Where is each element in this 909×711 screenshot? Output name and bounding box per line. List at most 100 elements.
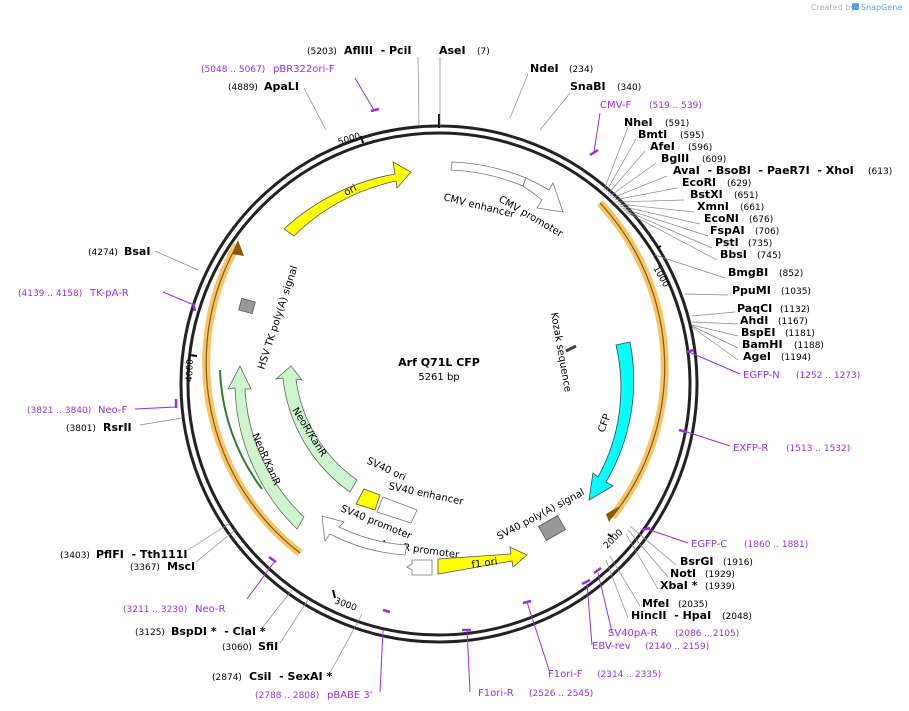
leader-line	[603, 126, 629, 191]
enzyme-label[interactable]: (5203)AflIII - PciI	[307, 44, 411, 57]
enzyme-position: (706)	[755, 227, 779, 237]
primer-name: CMV-F	[600, 100, 631, 111]
enzyme-label[interactable]: XmnI(661)	[697, 200, 764, 213]
enzyme-label[interactable]: AvaI - BsoBI - PaeR7I - XhoI(613)	[673, 164, 892, 177]
cmv-enhancer-arrow[interactable]	[450, 161, 527, 187]
ampr-promoter-arrow[interactable]	[406, 559, 433, 576]
enzyme-label[interactable]: BglII(609)	[661, 152, 726, 165]
enzyme-name: AseI	[439, 44, 466, 57]
enzyme-label[interactable]: BmtI(595)	[638, 128, 704, 141]
leader-line	[691, 311, 736, 317]
enzyme-label[interactable]: PpuMI(1035)	[732, 284, 811, 297]
enzyme-label[interactable]: EcoRI(629)	[682, 176, 751, 189]
enzyme-label[interactable]: XbaI *(1939)	[660, 579, 735, 592]
enzyme-label[interactable]: (3060)SfiI	[222, 640, 278, 653]
enzyme-label[interactable]: BspEI(1181)	[741, 326, 815, 339]
enzyme-label[interactable]: (2874)CsiI - SexAI *	[212, 670, 332, 683]
primer-tick	[522, 599, 532, 605]
enzyme-label[interactable]: NdeI(234)	[530, 62, 593, 75]
enzyme-name: RsrII	[103, 421, 132, 434]
leader-line	[654, 254, 726, 279]
primer-range: (2526 .. 2545)	[529, 689, 593, 699]
leader-line	[619, 205, 701, 225]
enzyme-position: (4889)	[228, 83, 258, 93]
enzyme-position: (651)	[734, 191, 758, 201]
primer-label[interactable]: (3211 .. 3230)Neo-R	[123, 604, 226, 615]
primer-label[interactable]: (5048 .. 5067)pBR322ori-F	[201, 64, 335, 75]
neor-orf-line	[205, 244, 301, 554]
enzyme-label[interactable]: EcoNI(676)	[704, 212, 773, 225]
leader-line	[617, 203, 695, 213]
enzyme-label[interactable]: (3367)MscI	[130, 560, 195, 573]
primer-label[interactable]: EGFP-C(1860 .. 1881)	[691, 539, 808, 550]
ori-arrow[interactable]	[283, 161, 412, 237]
enzyme-label[interactable]: (3801)RsrII	[66, 421, 132, 434]
neor-inner-arrow[interactable]	[274, 365, 358, 493]
leader-line	[625, 211, 718, 261]
primer-label[interactable]: (4139 .. 4158)TK-pA-R	[18, 288, 129, 299]
enzyme-name: NotI	[670, 567, 696, 580]
sv40-promoter-arrow[interactable]	[321, 515, 408, 556]
enzyme-position: (4274)	[88, 248, 118, 258]
enzyme-label[interactable]: BmgBI(852)	[728, 266, 803, 279]
leader-line	[539, 92, 571, 131]
primer-line	[593, 112, 601, 153]
enzyme-label[interactable]: HincII - HpaI(2048)	[631, 609, 752, 622]
enzyme-label[interactable]: BbsI(745)	[720, 248, 781, 261]
primer-tick	[382, 608, 391, 614]
primer-label[interactable]: CMV-F(519 .. 539)	[600, 100, 702, 111]
enzyme-label[interactable]: FspAI(706)	[710, 224, 779, 237]
primer-line	[466, 629, 471, 693]
sv40-polya-box[interactable]	[537, 515, 567, 541]
enzyme-label[interactable]: BstXI(651)	[690, 188, 758, 201]
enzyme-name: BsrGI	[680, 555, 713, 568]
primer-label[interactable]: EBV-rev(2140 .. 2159)	[592, 641, 709, 652]
primer-ticks	[174, 107, 695, 632]
primer-name: EXFP-R	[733, 443, 768, 454]
kozak-label: Kozak sequence	[548, 312, 573, 393]
sv40-ori-box[interactable]	[355, 488, 381, 511]
primer-range: (5048 .. 5067)	[201, 65, 265, 75]
enzyme-label[interactable]: (4889)ApaLI	[228, 80, 299, 93]
primer-label[interactable]: F1ori-F(2314 .. 2335)	[548, 669, 661, 680]
enzyme-label[interactable]: BamHI(1188)	[742, 338, 824, 351]
enzyme-position: (3125)	[135, 628, 165, 638]
enzyme-label[interactable]: SnaBI(340)	[570, 80, 641, 93]
cfp-arrow[interactable]	[588, 341, 635, 501]
enzyme-label[interactable]: BsrGI(1916)	[680, 555, 753, 568]
enzyme-label[interactable]: (3125)BspDI * - ClaI *	[135, 625, 266, 638]
hsv-tk-polya-box[interactable]	[238, 297, 256, 315]
f1-ori-arrow[interactable]	[437, 546, 528, 575]
leader-line	[607, 150, 646, 195]
primer-label[interactable]: (3821 .. 3840)Neo-F	[27, 405, 128, 416]
enzyme-name: CsiI - SexAI *	[249, 670, 332, 683]
enzyme-label[interactable]: PstI(735)	[715, 236, 772, 249]
neor-inner-label: NeoR/KanR	[289, 406, 328, 459]
enzyme-label[interactable]: (3403)PflFI - Tth111I	[60, 548, 188, 561]
enzyme-label[interactable]: AfeI(596)	[650, 140, 712, 153]
sv40-polya-label: SV40 poly(A) signal	[495, 487, 586, 543]
primer-name: pBABE 3'	[327, 690, 373, 701]
enzyme-label[interactable]: MfeI(2035)	[642, 597, 708, 610]
enzyme-label[interactable]: PaqCI(1132)	[737, 302, 810, 315]
primer-tick	[593, 566, 602, 575]
primer-label[interactable]: SV40pA-R(2086 .. 2105)	[608, 628, 739, 639]
primer-label[interactable]: EXFP-R(1513 .. 1532)	[733, 443, 850, 454]
primer-label[interactable]: (2788 .. 2808)pBABE 3'	[255, 690, 373, 701]
cmv-promoter-arrow[interactable]	[522, 177, 564, 213]
sv40-enhancer-box[interactable]	[376, 496, 418, 524]
enzyme-label[interactable]: NheI(591)	[624, 116, 689, 129]
primer-label[interactable]: EGFP-N(1252 .. 1273)	[743, 370, 860, 381]
enzyme-position: (1188)	[794, 341, 824, 351]
enzyme-name: BspEI	[741, 326, 775, 339]
enzyme-label[interactable]: AhdI(1167)	[740, 314, 808, 327]
leader-line	[623, 209, 713, 249]
enzyme-label[interactable]: (4274)BsaI	[88, 245, 150, 258]
enzyme-label[interactable]: AgeI(1194)	[743, 350, 811, 363]
enzyme-name: NheI	[624, 116, 653, 129]
primer-label[interactable]: F1ori-R(2526 .. 2545)	[478, 688, 593, 699]
neor-outer-arrow[interactable]	[227, 365, 305, 530]
enzyme-name: NdeI	[530, 62, 559, 75]
enzyme-label[interactable]: AseI(7)	[439, 44, 490, 57]
enzyme-label[interactable]: NotI(1929)	[670, 567, 735, 580]
